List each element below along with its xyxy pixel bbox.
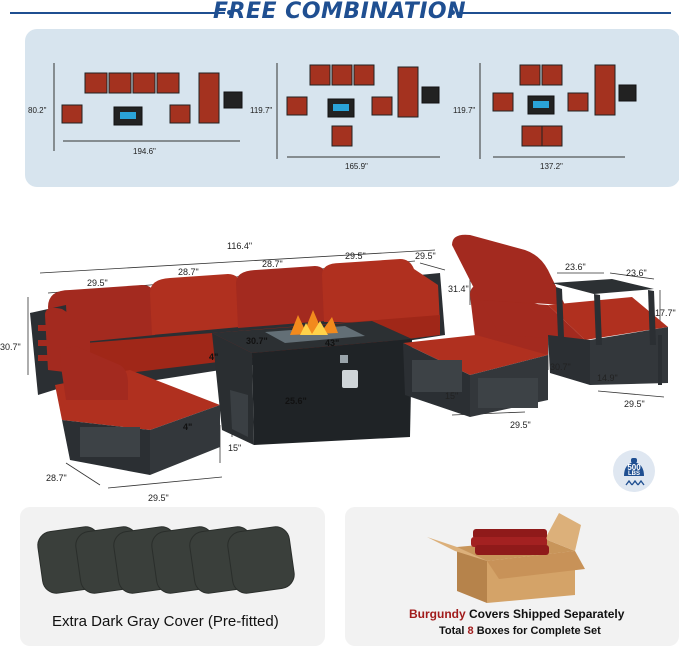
dim-cushion-ottoman: 4" [183, 422, 193, 432]
weight-value: 500 [627, 463, 641, 472]
combination-panel: 80.2" 194.6" 119.7" 165.9" 119.7" 137.2" [25, 29, 679, 187]
combination-diagrams [53, 63, 637, 159]
shipping-box-image [427, 513, 585, 603]
dim-ottoman-depth: 28.7" [46, 473, 67, 483]
fire-pit-table [212, 310, 412, 445]
cover-panel: Extra Dark Gray Cover (Pre-fitted) [20, 507, 325, 646]
dim-chair-width: 29.5" [510, 420, 531, 430]
dim-segment-4: 29.5" [345, 251, 366, 261]
combo-2-layout [276, 63, 440, 159]
dim-sofa-height: 30.7" [0, 342, 21, 352]
dim-cushion-sofa: 4" [209, 352, 219, 362]
dim-side-table-width: 23.6" [565, 262, 586, 272]
dim-overall-width: 116.4" [227, 241, 253, 251]
dim-segment-3: 28.7" [262, 259, 283, 269]
dim-side-table-height: 17.7" [655, 308, 676, 318]
weight-icon [624, 458, 645, 486]
combo-2-height: 119.7" [250, 106, 273, 115]
chaise-lounger [452, 234, 668, 385]
furniture-scene [27, 234, 668, 489]
corner-ottoman [55, 346, 220, 475]
dim-table-height: 25.6" [285, 396, 307, 406]
title-dot-left [227, 10, 232, 15]
combo-1-width: 194.6" [133, 147, 156, 156]
side-table [552, 279, 656, 345]
total-count: 8 [467, 625, 474, 637]
dim-lounger-width: 29.5" [624, 399, 645, 409]
combo-2-width: 165.9" [345, 162, 368, 171]
dim-lounger-leg: 14.9" [597, 373, 618, 383]
dim-chair-seat: 15" [445, 391, 459, 401]
title-rule-left [10, 12, 225, 14]
shipping-panel: Burgundy Covers Shipped Separately Total… [345, 507, 679, 646]
weight-capacity-badge: 500 LBS [613, 450, 655, 492]
gray-covers-image [37, 526, 295, 594]
dim-segment-2: 28.7" [178, 267, 199, 277]
title-rule-right [456, 12, 671, 14]
dim-chair-height: 30.7" [550, 362, 571, 372]
shipping-caption: Burgundy Covers Shipped Separately [409, 607, 624, 621]
combo-3-width: 137.2" [540, 162, 563, 171]
dim-table-depth: 30.7" [246, 336, 268, 346]
combo-1-height: 80.2" [28, 106, 47, 115]
total-post: Boxes for Complete Set [473, 625, 601, 637]
cover-caption: Extra Dark Gray Cover (Pre-fitted) [52, 613, 279, 630]
dim-segment-1: 29.5" [87, 278, 108, 288]
combo-1-layout [53, 63, 243, 151]
dim-side-depth: 29.5" [415, 251, 436, 261]
dim-table-width: 43" [325, 338, 340, 348]
title-dot-right [450, 10, 455, 15]
page-title: FREE COMBINATION [212, 0, 467, 24]
shipped-text: Covers Shipped Separately [465, 607, 625, 621]
combo-3-height: 119.7" [453, 106, 476, 115]
dim-ottoman-width: 29.5" [148, 493, 169, 503]
dim-side-table-depth: 23.6" [626, 268, 647, 278]
dim-ottoman-height: 15" [228, 443, 242, 453]
weight-unit: LBS [628, 471, 640, 477]
total-pre: Total [439, 625, 468, 637]
boxes-caption: Total 8 Boxes for Complete Set [439, 625, 601, 637]
combo-3-layout [479, 63, 637, 159]
dim-lounger-back: 31.4" [448, 284, 469, 294]
burgundy-text: Burgundy [409, 607, 466, 621]
